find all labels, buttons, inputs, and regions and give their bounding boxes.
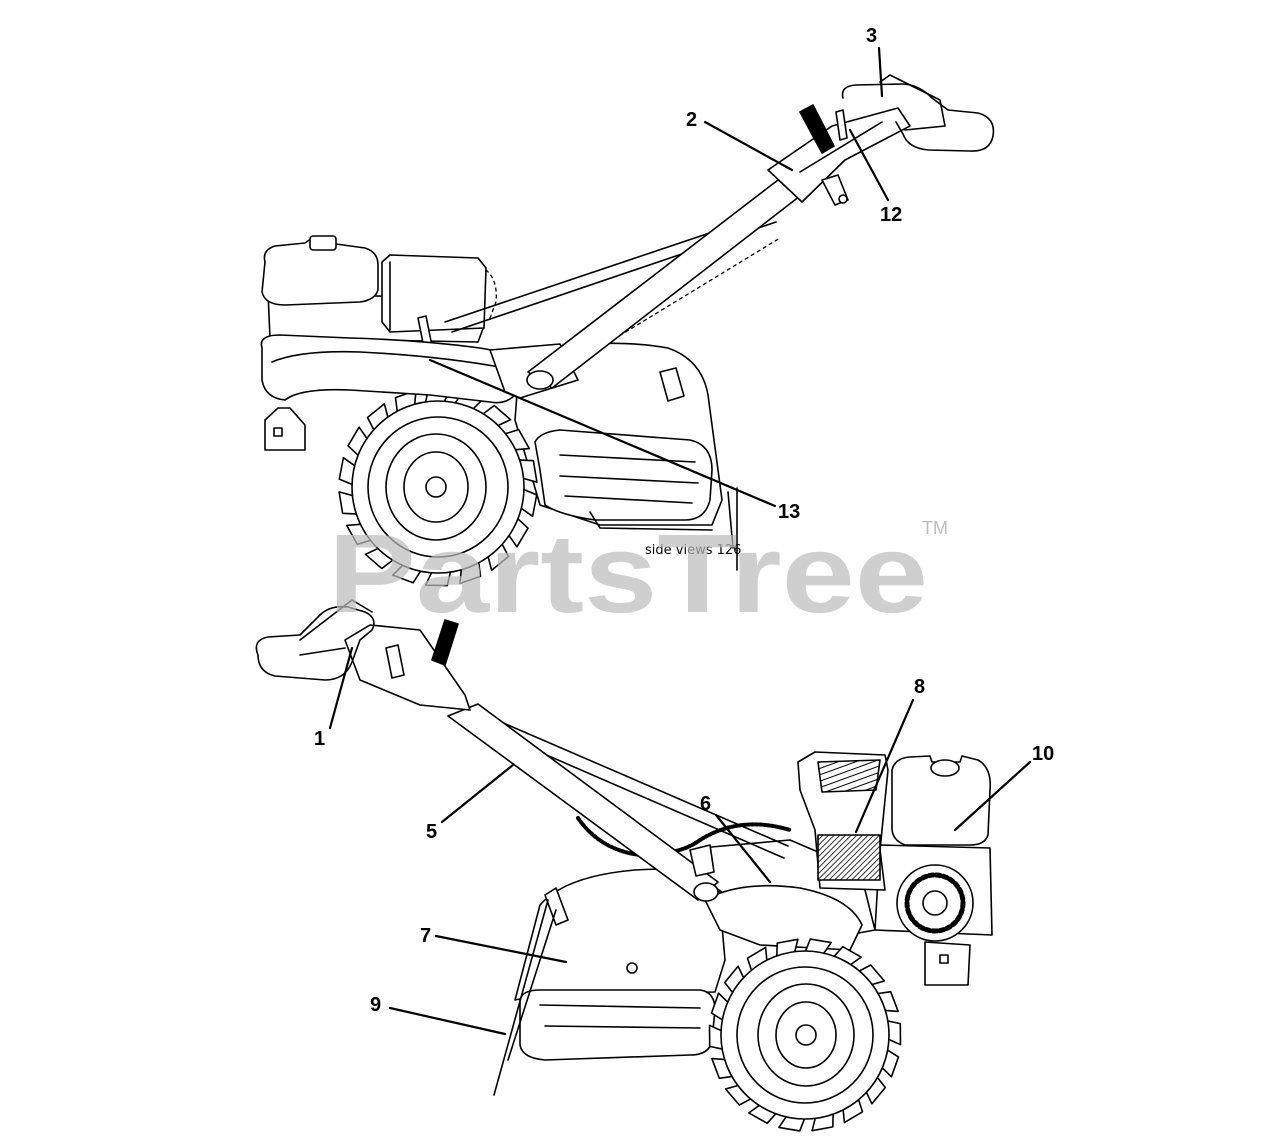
leader-line-6 bbox=[714, 813, 772, 884]
fuel-cap bbox=[930, 759, 960, 777]
top-tiller-view bbox=[260, 74, 995, 587]
callouts: 1 2 3 5 6 7 8 9 10 12 13 side views 126 bbox=[314, 25, 1054, 1036]
reverse-lever bbox=[385, 644, 405, 679]
pivot-bolt bbox=[838, 194, 848, 204]
hood-skirt bbox=[589, 511, 713, 531]
leader-line-1 bbox=[328, 646, 354, 730]
callout-5: 5 bbox=[426, 821, 437, 843]
callout-8: 8 bbox=[914, 676, 925, 698]
fender bbox=[260, 334, 533, 404]
forward-lever-grip bbox=[799, 104, 835, 154]
wheel-axle bbox=[425, 476, 447, 498]
side-plate-slot bbox=[544, 1025, 701, 1029]
wheel-axle bbox=[795, 1024, 817, 1046]
recoil-starter-hub bbox=[922, 890, 948, 916]
fuel-tank bbox=[891, 755, 992, 846]
callout-9: 9 bbox=[370, 994, 381, 1016]
console-slot bbox=[799, 121, 883, 173]
leader-line-9 bbox=[388, 1006, 507, 1036]
watermark-logo: PartsTree bbox=[328, 511, 928, 636]
side-plate-slot bbox=[564, 495, 693, 504]
forward-lever-grip bbox=[431, 619, 459, 666]
handle-height-bracket bbox=[689, 844, 715, 877]
callout-10: 10 bbox=[1032, 743, 1054, 765]
leader-line-13 bbox=[428, 358, 777, 508]
operator-presence-bail bbox=[879, 74, 946, 131]
watermark-trademark: TM bbox=[922, 518, 948, 538]
diagram-caption: side views 126 bbox=[645, 543, 741, 558]
leader-line-3 bbox=[877, 46, 884, 98]
drag-bar-edge bbox=[727, 491, 734, 549]
handlebar-tube bbox=[447, 703, 719, 901]
control-cable bbox=[576, 816, 792, 857]
fender-inner-edge bbox=[271, 350, 506, 369]
handle-grip-loop bbox=[841, 83, 995, 152]
handlebar-end-cap bbox=[693, 882, 719, 902]
tine-side-plate bbox=[534, 429, 713, 521]
callout-12: 12 bbox=[880, 204, 902, 226]
leader-line-5 bbox=[440, 763, 515, 824]
fender bbox=[704, 884, 863, 951]
leader-line-8 bbox=[854, 698, 915, 834]
fuel-tank bbox=[261, 237, 379, 306]
control-console bbox=[344, 624, 471, 711]
air-cleaner-box bbox=[381, 254, 487, 333]
top-wheel bbox=[338, 387, 538, 587]
callout-3: 3 bbox=[866, 25, 877, 47]
leader-line-10 bbox=[953, 760, 1032, 832]
callout-7: 7 bbox=[420, 925, 431, 947]
reverse-lever bbox=[835, 109, 848, 141]
leader-line-2 bbox=[703, 120, 794, 172]
side-plate-bolt bbox=[626, 962, 638, 974]
leader-line-7 bbox=[434, 934, 568, 964]
depth-stake-bracket bbox=[264, 407, 306, 451]
bracket-hole bbox=[939, 954, 949, 964]
recoil-starter-fins bbox=[904, 872, 966, 934]
bracket-hole bbox=[273, 427, 283, 437]
handlebar-end-cap bbox=[526, 370, 554, 390]
control-console bbox=[767, 107, 911, 203]
tire-rim bbox=[736, 966, 874, 1104]
handle-grip-loop bbox=[255, 605, 375, 681]
bottom-tiller-view bbox=[255, 599, 993, 1132]
callout-1: 1 bbox=[314, 728, 325, 750]
side-plate-slot bbox=[559, 475, 699, 484]
watermark: PartsTree TM bbox=[328, 511, 948, 636]
control-rod bbox=[477, 711, 789, 847]
air-cleaner-grille bbox=[817, 759, 881, 793]
side-plate-slot bbox=[539, 1004, 701, 1009]
engine-shroud-outline bbox=[485, 269, 497, 319]
callout-13: 13 bbox=[778, 501, 800, 523]
callout-2: 2 bbox=[686, 109, 697, 131]
leader-line-12 bbox=[848, 128, 890, 202]
tire-rim bbox=[367, 416, 509, 558]
fuel-cap bbox=[309, 235, 337, 251]
hood-hinge-bracket bbox=[659, 367, 685, 402]
bottom-wheel bbox=[708, 938, 902, 1132]
side-plate-slot bbox=[559, 454, 696, 463]
tine-side-plate bbox=[519, 989, 716, 1061]
drag-bar-edge bbox=[507, 909, 557, 1061]
callout-6: 6 bbox=[700, 793, 711, 815]
operator-presence-bail bbox=[299, 599, 373, 656]
drag-bar bbox=[493, 899, 549, 1096]
engine-decal bbox=[817, 834, 881, 881]
hood-hinge-bracket bbox=[544, 887, 569, 926]
